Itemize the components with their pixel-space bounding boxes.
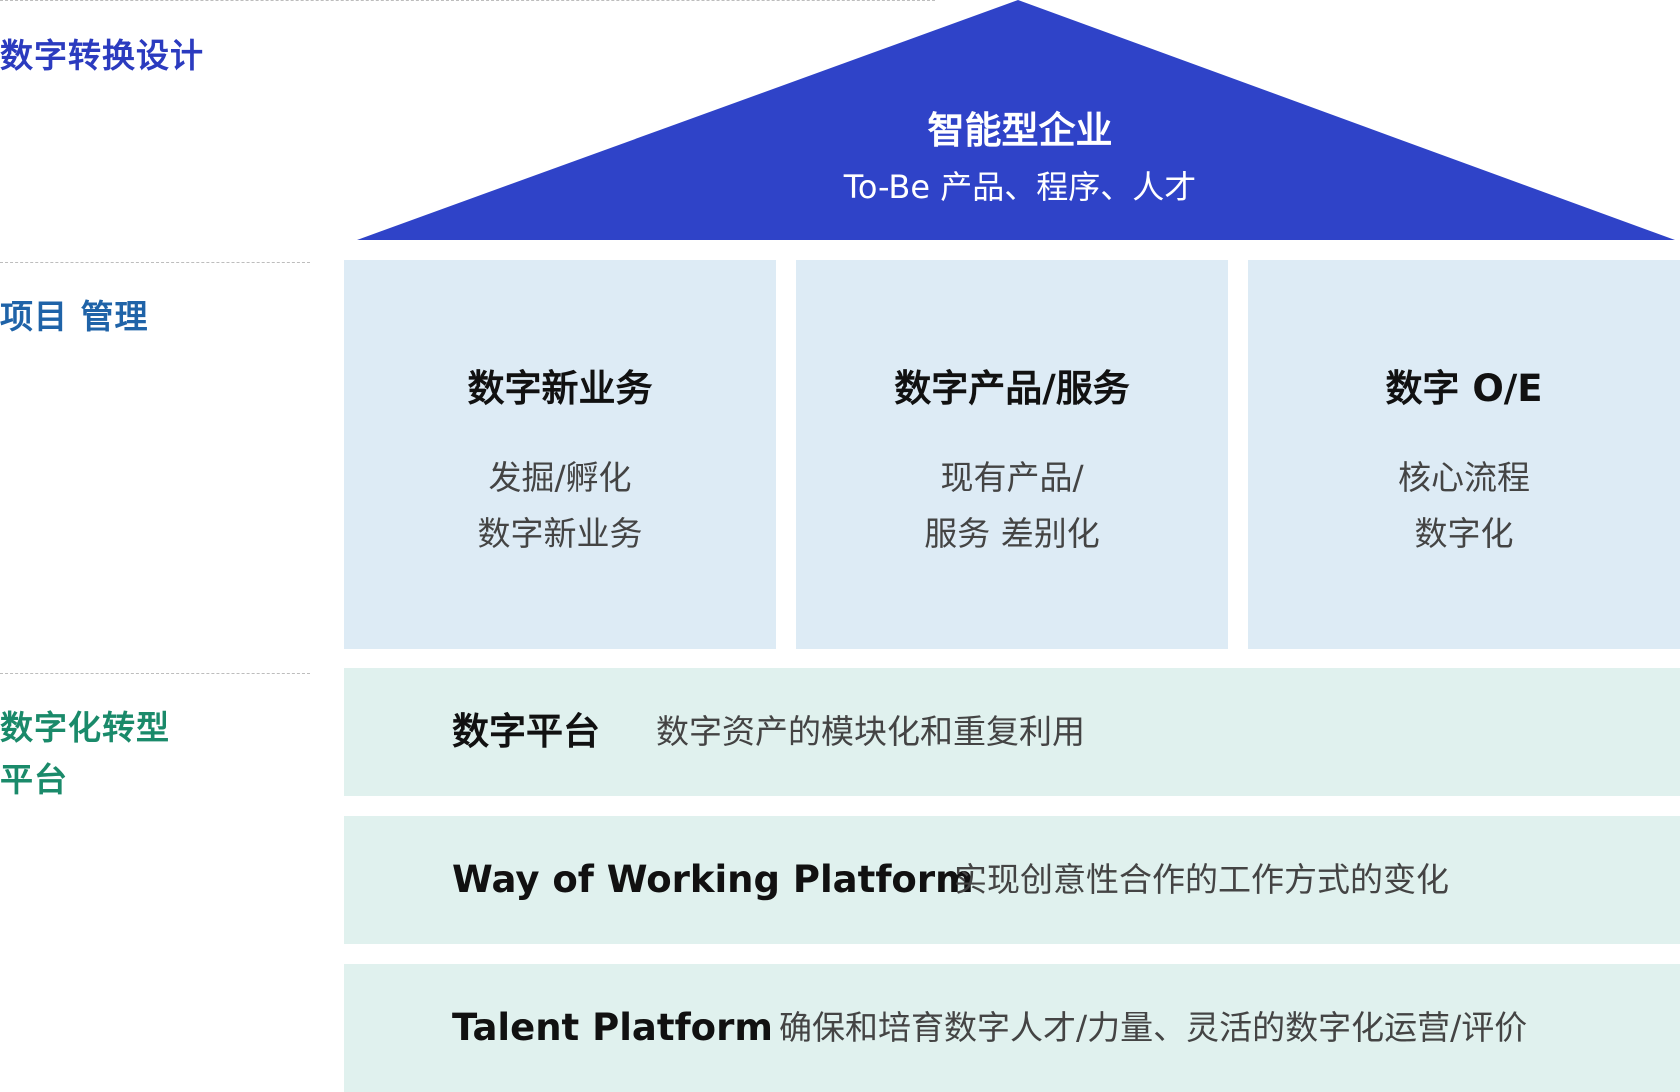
- pillar-description: 现有产品/ 服务 差别化: [796, 450, 1228, 562]
- pillar-title: 数字新业务: [467, 367, 653, 410]
- side-label-design-text: 数字转换设计: [0, 36, 204, 75]
- roof-shape: [357, 0, 1675, 240]
- divider-bottom: [0, 673, 310, 674]
- band-description: 数字资产的模块化和重复利用: [656, 712, 1085, 751]
- pillar-desc-line: 数字化: [1414, 514, 1514, 553]
- side-label-project: 项目 管理: [0, 291, 149, 343]
- band-description: 实现创意性合作的工作方式的变化: [954, 860, 1449, 899]
- pillar-desc-line: 服务 差别化: [924, 514, 1100, 553]
- band-talent-platform: Talent Platform 确保和培育数字人才/力量、灵活的数字化运营/评价: [344, 964, 1680, 1092]
- pillar-description: 发掘/孵化 数字新业务: [344, 450, 776, 562]
- roof-title: 智能型企业: [927, 109, 1113, 152]
- pillar-desc-line: 数字新业务: [477, 514, 643, 553]
- divider-top: [0, 0, 935, 1]
- band-title: Way of Working Platform: [452, 858, 974, 901]
- roof-subtitle: To-Be 产品、程序、人才: [843, 168, 1197, 206]
- band-title: 数字平台: [452, 710, 600, 753]
- band-way-of-working: Way of Working Platform 实现创意性合作的工作方式的变化: [344, 816, 1680, 944]
- pillar-digital-business: 数字新业务 发掘/孵化 数字新业务: [344, 260, 776, 649]
- pillar-desc-line: 现有产品/: [940, 458, 1084, 497]
- pillar-digital-oe: 数字 O/E 核心流程 数字化: [1248, 260, 1680, 649]
- pillar-title: 数字产品/服务: [894, 367, 1130, 410]
- side-label-platform-line-2: 平台: [0, 760, 68, 799]
- divider-middle: [0, 262, 310, 263]
- side-label-platform: 数字化转型 平台: [0, 702, 170, 806]
- side-label-platform-line-1: 数字化转型: [0, 708, 170, 747]
- side-label-design: 数字转换设计: [0, 30, 204, 82]
- pillar-digital-product: 数字产品/服务 现有产品/ 服务 差别化: [796, 260, 1228, 649]
- side-label-project-text: 项目 管理: [0, 297, 149, 336]
- band-title: Talent Platform: [452, 1006, 773, 1049]
- roof-triangle: [357, 0, 1675, 240]
- pillar-description: 核心流程 数字化: [1248, 450, 1680, 562]
- band-description: 确保和培育数字人才/力量、灵活的数字化运营/评价: [779, 1008, 1528, 1047]
- pillar-title: 数字 O/E: [1385, 367, 1543, 410]
- pillar-desc-line: 发掘/孵化: [488, 458, 632, 497]
- pillar-desc-line: 核心流程: [1398, 458, 1530, 497]
- band-digital-platform: 数字平台 数字资产的模块化和重复利用: [344, 668, 1680, 796]
